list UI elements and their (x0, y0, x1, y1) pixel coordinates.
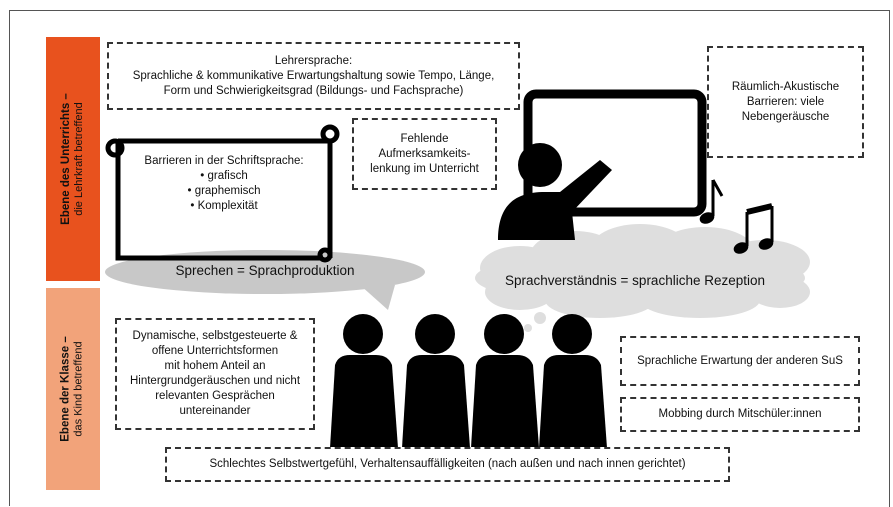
written-language-item: • graphemisch (187, 185, 261, 197)
self-worth-line: Schlechtes Selbstwertgefühl, Verhaltensa… (209, 458, 686, 470)
teacher-language-line: Sprachliche & kommunikative Erwartungsha… (132, 69, 495, 82)
self-worth-box: Schlechtes Selbstwertgefühl, Verhaltensa… (165, 447, 730, 482)
frame-left-rule (9, 10, 10, 506)
written-language-title: Barrieren in der Schriftsprache: (144, 155, 304, 167)
scroll-icon (105, 124, 340, 263)
comprehension-label: Sprachverständnis = sprachliche Rezeptio… (504, 273, 766, 288)
acoustic-line: Räumlich-Akustische (731, 80, 840, 93)
teacher-language-line: Form und Schwierigkeitsgrad (Bildungs- u… (163, 84, 464, 97)
music-notes-icon (699, 179, 774, 254)
written-language-box: Barrieren in der Schriftsprache: • grafi… (125, 150, 323, 250)
dynamic-line: offene Unterrichtsformen (151, 345, 279, 357)
dynamic-line: untereinander (179, 405, 251, 417)
mobbing-line: Mobbing durch Mitschüler:innen (658, 408, 822, 420)
teacher-language-box: Lehrersprache: Sprachliche & kommunikati… (107, 42, 520, 110)
peer-expectation-line: Sprachliche Erwartung der anderen SuS (637, 354, 843, 367)
speech-label: Sprechen = Sprachproduktion (175, 263, 355, 278)
peer-expectation-box: Sprachliche Erwartung der anderen SuS (620, 336, 860, 386)
dynamic-line: mit hohem Anteil an (164, 360, 266, 372)
acoustic-line: Barrieren: viele (746, 95, 825, 108)
teacher-icon (498, 143, 612, 240)
students-icon (330, 314, 607, 448)
attention-line: Aufmerksamkeits- (378, 147, 471, 160)
dynamic-lessons-box: Dynamische, selbstgesteuerte & offene Un… (115, 318, 315, 430)
speech-bubble-icon (105, 250, 425, 310)
attention-line: lenkung im Unterricht (370, 162, 479, 175)
thought-cloud-icon (475, 224, 810, 332)
band-class-level: Ebene der Klasse –das Kind betreffend (46, 288, 100, 490)
teacher-language-line: Lehrersprache: (274, 54, 353, 67)
acoustic-line: Nebengeräusche (741, 110, 830, 123)
written-language-item: • grafisch (200, 170, 248, 182)
attention-line: Fehlende (400, 132, 449, 145)
band-teaching-level: Ebene des Unterrichts –die Lehrkraft bet… (46, 37, 100, 281)
dynamic-line: relevanten Gesprächen (155, 390, 275, 402)
frame (9, 10, 890, 507)
dynamic-line: Dynamische, selbstgesteuerte & (132, 330, 298, 342)
attention-guidance-box: Fehlende Aufmerksamkeits- lenkung im Unt… (352, 118, 497, 190)
dynamic-line: Hintergrundgeräuschen und nicht (129, 375, 301, 387)
written-language-item: • Komplexität (190, 200, 258, 212)
mobbing-box: Mobbing durch Mitschüler:innen (620, 397, 860, 432)
acoustic-barriers-box: Räumlich-Akustische Barrieren: viele Neb… (707, 46, 864, 158)
